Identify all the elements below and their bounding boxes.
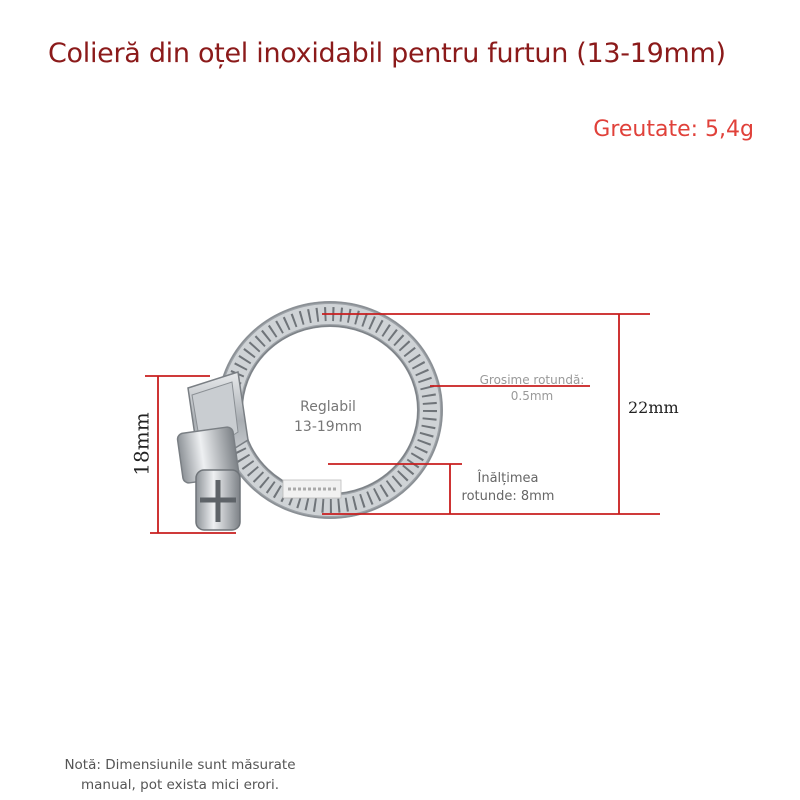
dimension-22-label: 22mm bbox=[628, 398, 679, 417]
dimension-lines bbox=[145, 313, 660, 534]
clamp-screw bbox=[176, 426, 241, 531]
thickness-label-line2: 0.5mm bbox=[510, 389, 554, 403]
dimension-18-label: 18mm bbox=[129, 412, 154, 476]
adjustable-range-label: Reglabil 13-19mm bbox=[268, 397, 388, 437]
measurement-note: Notă: Dimensiunile sunt măsurate manual,… bbox=[40, 755, 320, 795]
note-line2: manual, pot exista mici erori. bbox=[80, 777, 280, 793]
adjustable-label-line2: 13-19mm bbox=[294, 419, 362, 435]
thickness-label-line1: Grosime rotundă: bbox=[479, 373, 585, 387]
thickness-label: Grosime rotundă: 0.5mm bbox=[462, 372, 602, 404]
height-label-line1: Înălțimea bbox=[477, 471, 539, 486]
height-label: Înălțimea rotunde: 8mm bbox=[448, 470, 568, 506]
band-stamp bbox=[282, 479, 342, 499]
weight-label: Greutate: 5,4g bbox=[593, 117, 754, 142]
product-title: Colieră din oțel inoxidabil pentru furtu… bbox=[48, 38, 726, 69]
adjustable-label-line1: Reglabil bbox=[300, 399, 356, 415]
note-line1: Notă: Dimensiunile sunt măsurate bbox=[64, 757, 296, 773]
height-label-line2: rotunde: 8mm bbox=[461, 489, 555, 504]
